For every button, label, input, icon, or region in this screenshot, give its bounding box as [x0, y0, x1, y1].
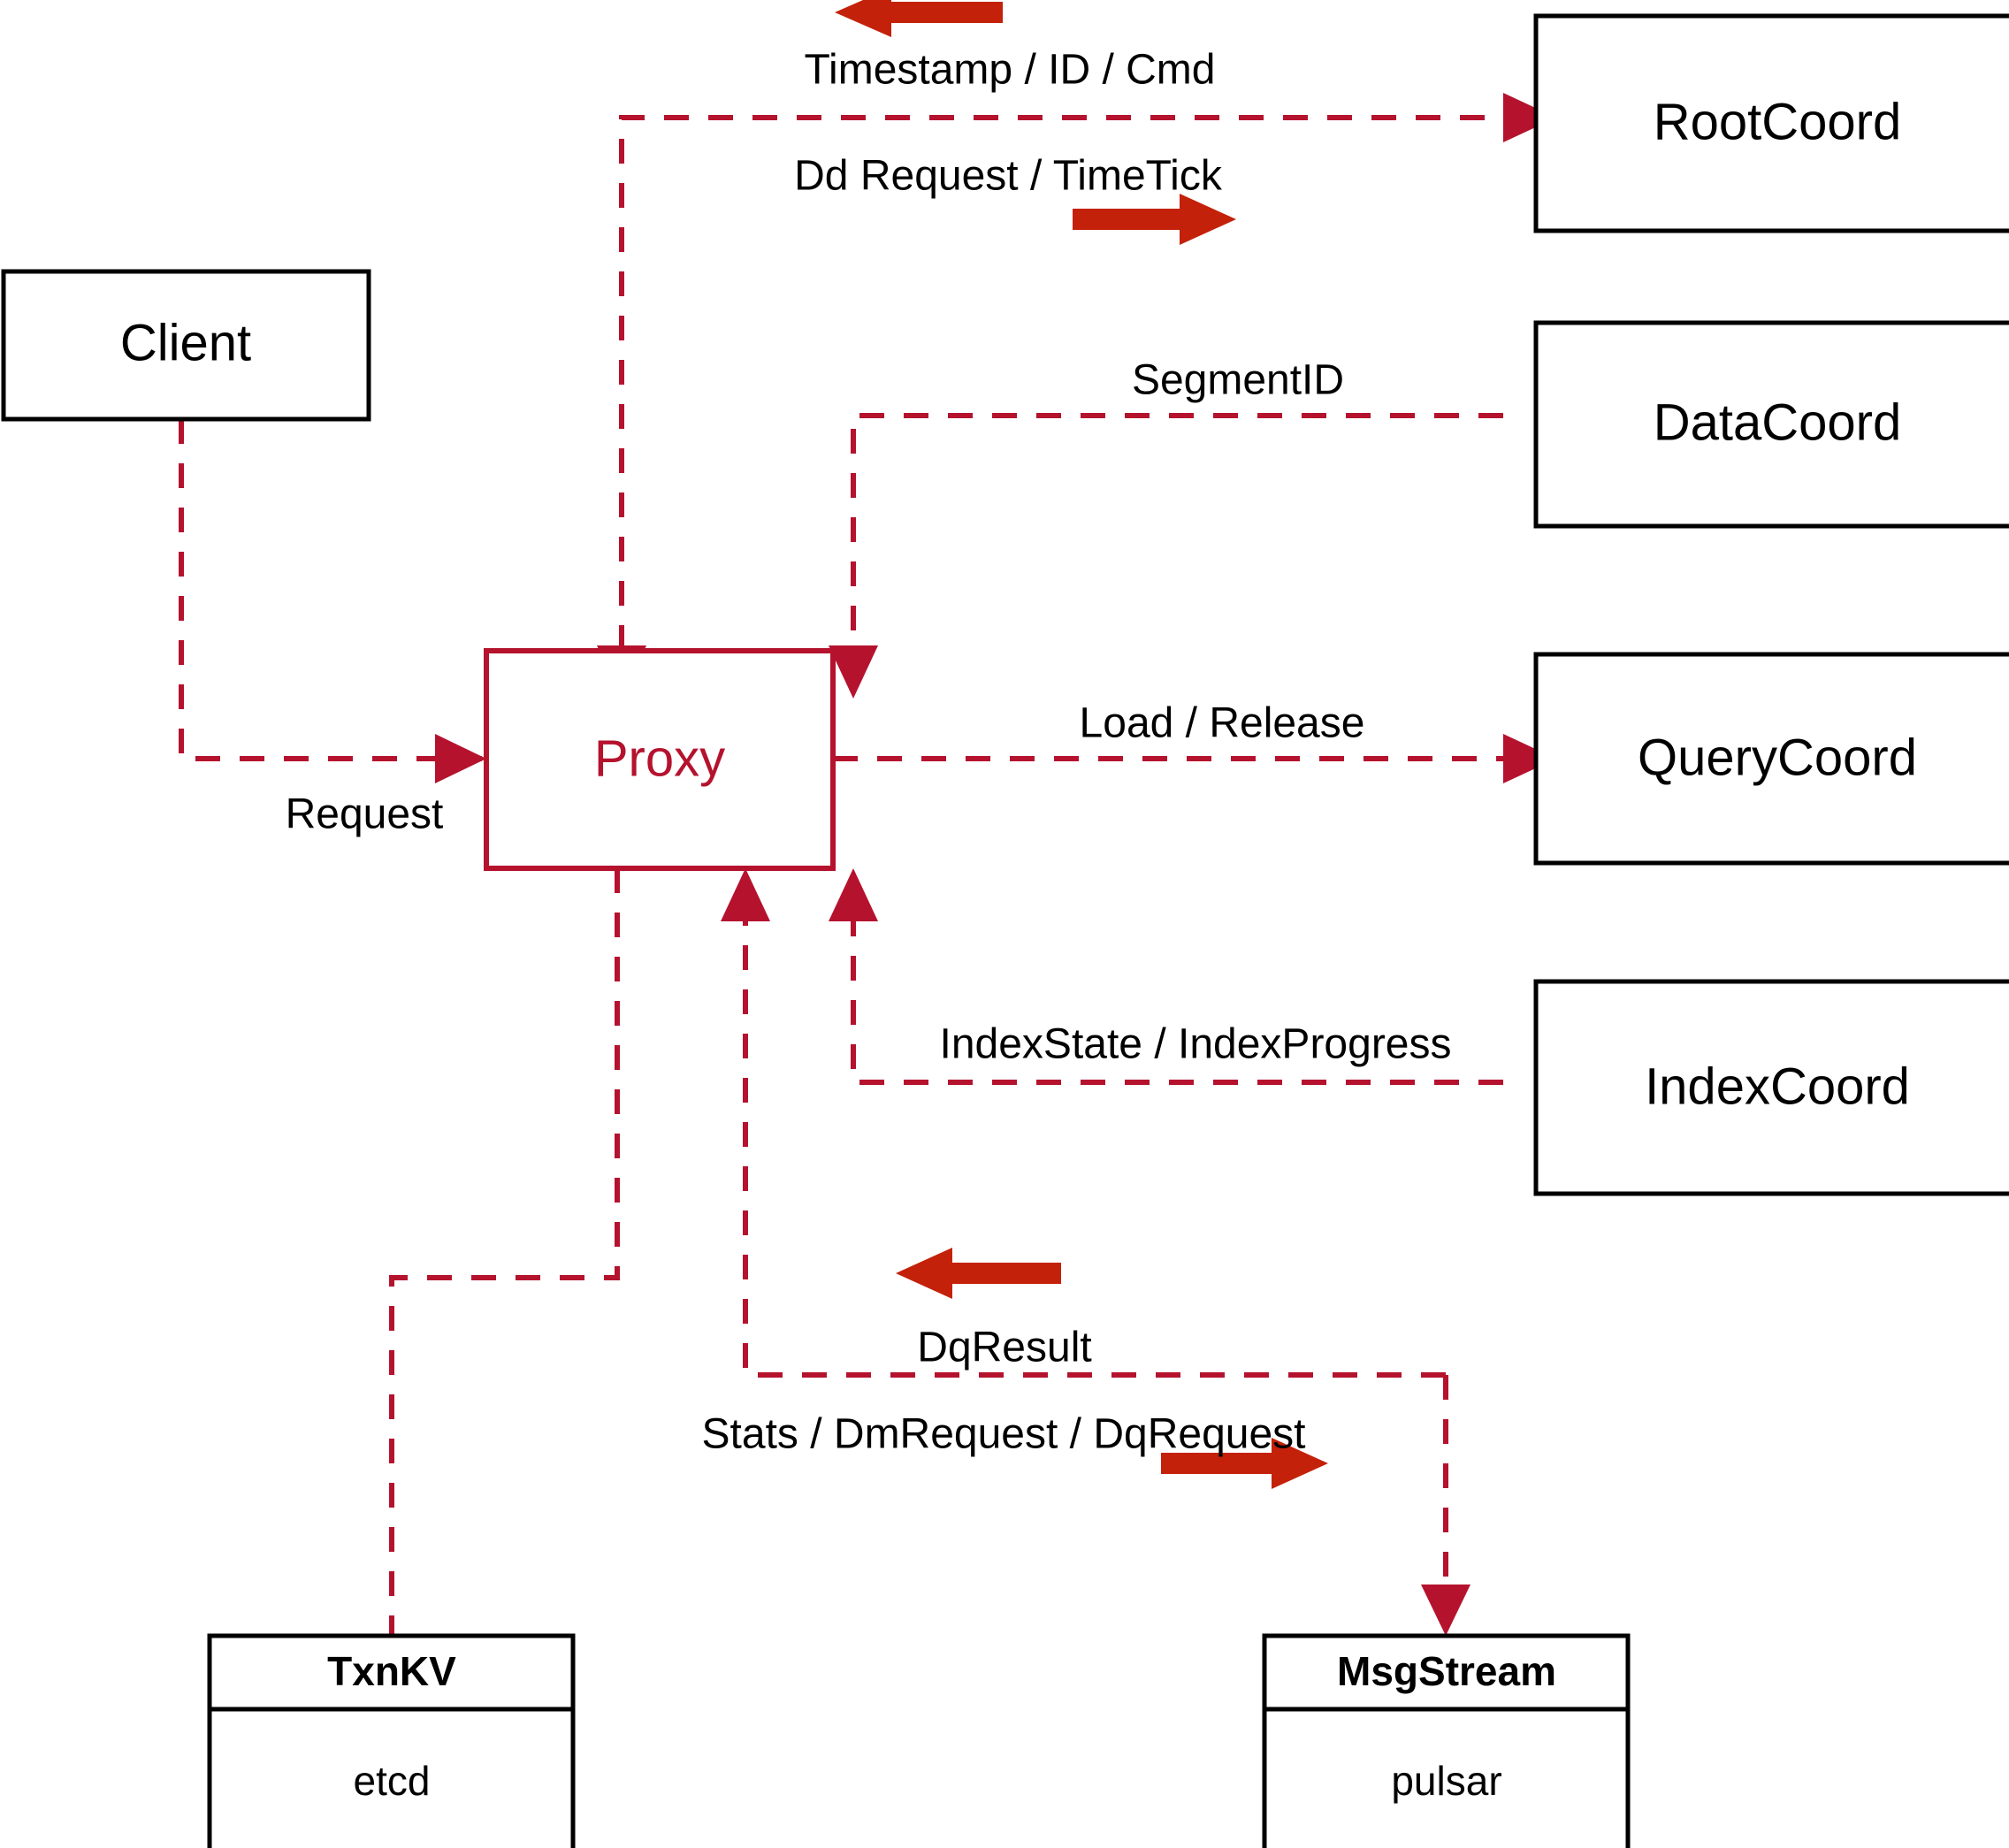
direction-arrow-dd-request-right — [1073, 194, 1236, 245]
node-client-label: Client — [120, 314, 251, 371]
node-proxy[interactable]: Proxy — [484, 648, 836, 871]
node-msgstream-impl-label: pulsar — [1391, 1758, 1501, 1804]
direction-arrow-timestamp-left — [835, 0, 1003, 37]
edge-path-load-release — [833, 734, 1556, 783]
node-index-coord[interactable]: IndexCoord — [1533, 979, 2009, 1196]
edge-label-timestamp-id-cmd: Timestamp / ID / Cmd — [805, 47, 1216, 94]
edge-path-dd-request — [619, 93, 1556, 650]
node-txnkv-impl-label: etcd — [354, 1758, 431, 1804]
direction-arrow-dm-request-right — [1161, 1438, 1328, 1489]
edge-path-index-state — [829, 868, 1503, 1085]
edge-label-segmentid: SegmentID — [1132, 357, 1344, 404]
node-query-coord-label: QueryCoord — [1638, 729, 1917, 786]
edge-label-stats-dm-dq-request: Stats / DmRequest / DqRequest — [702, 1411, 1306, 1458]
node-msgstream-label: MsgStream — [1337, 1648, 1556, 1694]
node-index-coord-label: IndexCoord — [1645, 1058, 1910, 1115]
edge-path-segmentid — [829, 413, 1503, 699]
edge-label-request: Request — [286, 791, 444, 838]
node-query-coord[interactable]: QueryCoord — [1533, 652, 2009, 866]
node-data-coord-label: DataCoord — [1654, 393, 1901, 451]
edge-path-txnkv — [389, 868, 620, 1636]
edge-label-dd-request-timetick: Dd Request / TimeTick — [794, 153, 1223, 200]
direction-arrow-dq-result-left — [896, 1248, 1061, 1299]
edge-path-request — [179, 419, 486, 783]
edge-label-load-release: Load / Release — [1080, 700, 1365, 747]
node-root-coord-label: RootCoord — [1654, 93, 1901, 150]
edge-label-index-state-progress: IndexState / IndexProgress — [940, 1021, 1452, 1068]
node-msgstream[interactable]: MsgStream pulsar — [1262, 1633, 1631, 1848]
node-data-coord[interactable]: DataCoord — [1533, 320, 2009, 529]
edge-path-dm-request — [1421, 1375, 1470, 1636]
node-txnkv[interactable]: TxnKV etcd — [207, 1633, 576, 1848]
edge-path-dq-result — [721, 868, 1446, 1378]
node-txnkv-label: TxnKV — [327, 1648, 456, 1694]
edge-label-dq-result: DqResult — [917, 1325, 1091, 1371]
node-root-coord[interactable]: RootCoord — [1533, 13, 2009, 233]
node-proxy-label: Proxy — [594, 729, 725, 787]
node-client[interactable]: Client — [1, 269, 371, 422]
